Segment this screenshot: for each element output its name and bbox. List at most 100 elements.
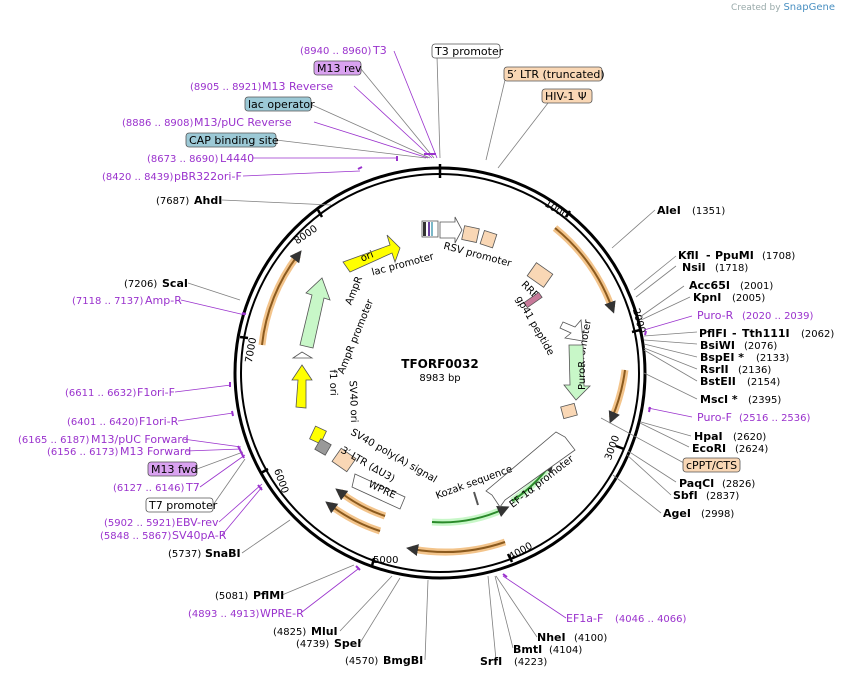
bspei-pos: (2133): [756, 353, 789, 364]
cppt-label-box[interactable]: [682, 457, 741, 473]
bmgbi-pos: (4570): [345, 656, 378, 667]
ampr-promoter-arrow[interactable]: [291, 351, 314, 359]
acc65i-enzyme: Acc65I: [689, 279, 730, 292]
sv40pa-r-primer: SV40pA-R: [172, 529, 227, 542]
nsii-pos: (1718): [715, 263, 748, 274]
left-labels: (8940 .. 8960) T3 M13 rev (8905 .. 8921)…: [18, 44, 423, 667]
tick-label-5000: 5000: [373, 555, 398, 566]
cap-site-label: CAP binding site: [189, 134, 279, 147]
pflmi-pos: (5081): [215, 591, 248, 602]
ecori-enzyme: EcoRI: [692, 442, 726, 455]
kfli-enzyme: KflI: [678, 249, 699, 262]
ebv-rev-primer: EBV-rev: [176, 516, 219, 529]
msci-pos: (2395): [748, 395, 781, 406]
leader-lines: [174, 50, 698, 661]
lac-operator-box[interactable]: [244, 96, 312, 112]
mlui-enzyme: MluI: [311, 625, 338, 638]
ppumi-dash: -: [706, 249, 711, 262]
msci-enzyme: MscI *: [700, 393, 738, 406]
puror-label: PuroR: [577, 361, 588, 390]
ampr-label: AmpR: [344, 275, 365, 307]
t7-promoter-label: T7 promoter: [148, 499, 218, 512]
pflfi-enzyme: PflFI: [699, 327, 727, 340]
hiv-psi-label-box[interactable]: [541, 88, 593, 104]
feature-puror[interactable]: PuroR: [563, 344, 591, 401]
m13-rev-box[interactable]: [313, 60, 362, 76]
ef1a-f-primer: EF1a-F: [566, 612, 603, 625]
ahdi-pos: (7687): [156, 196, 189, 207]
cppt-box[interactable]: [560, 402, 578, 420]
ampr-promoter-label: AmpR promoter: [336, 297, 376, 376]
nsii-enzyme: NsiI: [682, 261, 706, 274]
tth111i-pos: (2062): [801, 329, 834, 340]
spei-pos: (4739): [296, 639, 329, 650]
ef1a-f-range: (4046 .. 4066): [615, 614, 687, 625]
snabi-enzyme: SnaBI: [205, 547, 241, 560]
spei-enzyme: SpeI: [334, 637, 361, 650]
l4440-range: (8673 .. 8690): [147, 154, 219, 165]
feature-ampr[interactable]: AmpR AmpR promoter: [299, 275, 376, 376]
lac-operator-label: lac operator: [248, 98, 315, 111]
gp41-label: gp41 peptide: [513, 294, 556, 357]
hpai-enzyme: HpaI: [694, 430, 723, 443]
srfi-pos: (4223): [514, 657, 547, 668]
m13-reverse-primer: M13 Reverse: [262, 80, 333, 93]
m13-puc-forward-primer: M13/pUC Forward: [91, 433, 189, 446]
snapgene-logo: Created by SnapGene: [731, 2, 835, 13]
bmti-pos: (4104): [549, 645, 582, 656]
tth111i-enzyme: Tth111I: [742, 327, 790, 340]
scai-enzyme: ScaI: [162, 277, 188, 290]
ori-label: ori: [359, 249, 375, 264]
srfi-enzyme: SrfI: [480, 655, 502, 668]
amp-r-range: (7118 .. 7137): [72, 296, 144, 307]
cap-site-box[interactable]: [185, 132, 277, 148]
primer-marks: [229, 153, 651, 578]
agei-pos: (2998): [701, 509, 734, 520]
wpre-r-range: (4893 .. 4913): [188, 609, 260, 620]
rre-box[interactable]: [526, 262, 554, 288]
bsteii-pos: (2154): [747, 377, 780, 388]
m13-forward-range: (6156 .. 6173): [47, 447, 119, 458]
feature-rsv-promoter[interactable]: RSV promoter: [439, 216, 513, 270]
nhei-enzyme: NheI: [537, 631, 566, 644]
puro-r-range: (2020 .. 2039): [742, 311, 814, 322]
m13-reverse-range: (8905 .. 8921): [190, 82, 262, 93]
m13-puc-reverse-primer: M13/pUC Reverse: [194, 116, 292, 129]
tth111i-dash: -: [732, 327, 737, 340]
ltr3-box[interactable]: [331, 447, 357, 473]
t3-promoter-label: T3 promoter: [434, 45, 504, 58]
logo-brand: SnapGene: [783, 2, 835, 13]
m13-fwd-box[interactable]: [147, 461, 198, 477]
tick-label-7000: 7000: [244, 337, 259, 364]
m13-forward-primer: M13 Forward: [120, 445, 191, 458]
alei-pos: (1351): [692, 206, 725, 217]
alei-enzyme: AleI: [657, 204, 681, 217]
bsiwi-pos: (2076): [744, 341, 777, 352]
t7-primer: T7: [185, 481, 200, 494]
gp41-box[interactable]: [523, 291, 543, 309]
ppumi-pos: (1708): [762, 251, 795, 262]
feature-f1-ori[interactable]: f1 ori: [291, 364, 339, 409]
ltr-trunc-label: 5′ LTR (truncated): [507, 68, 605, 81]
pflmi-enzyme: PflMI: [253, 589, 284, 602]
feature-ori[interactable]: ori: [342, 234, 401, 273]
l4440-primer: L4440: [220, 152, 254, 165]
puro-r-primer: Puro-R: [697, 309, 734, 322]
t3-promoter-box[interactable]: [431, 43, 501, 59]
sv40-polya-box[interactable]: [314, 438, 332, 456]
pbr322ori-range: (8420 .. 8439): [102, 172, 174, 183]
m13-puc-forward-range: (6165 .. 6187): [18, 435, 90, 446]
t7-promoter-box[interactable]: [145, 497, 214, 513]
rsrii-pos: (2136): [738, 365, 771, 376]
bspei-enzyme: BspEI *: [700, 351, 744, 364]
sbfi-pos: (2837): [706, 491, 739, 502]
hiv-psi-box[interactable]: [479, 229, 498, 249]
ebv-rev-range: (5902 .. 5921): [104, 518, 176, 529]
kozak-mark[interactable]: [473, 491, 479, 506]
ltr-trunc-label-box[interactable]: [503, 66, 603, 82]
cppt-label: cPPT/CTS: [686, 459, 737, 472]
bmgbi-enzyme: BmgBI: [383, 654, 423, 667]
puro-f-primer: Puro-F: [697, 411, 732, 424]
ecori-pos: (2624): [735, 444, 768, 455]
ltr-trunc-box[interactable]: [461, 225, 480, 243]
